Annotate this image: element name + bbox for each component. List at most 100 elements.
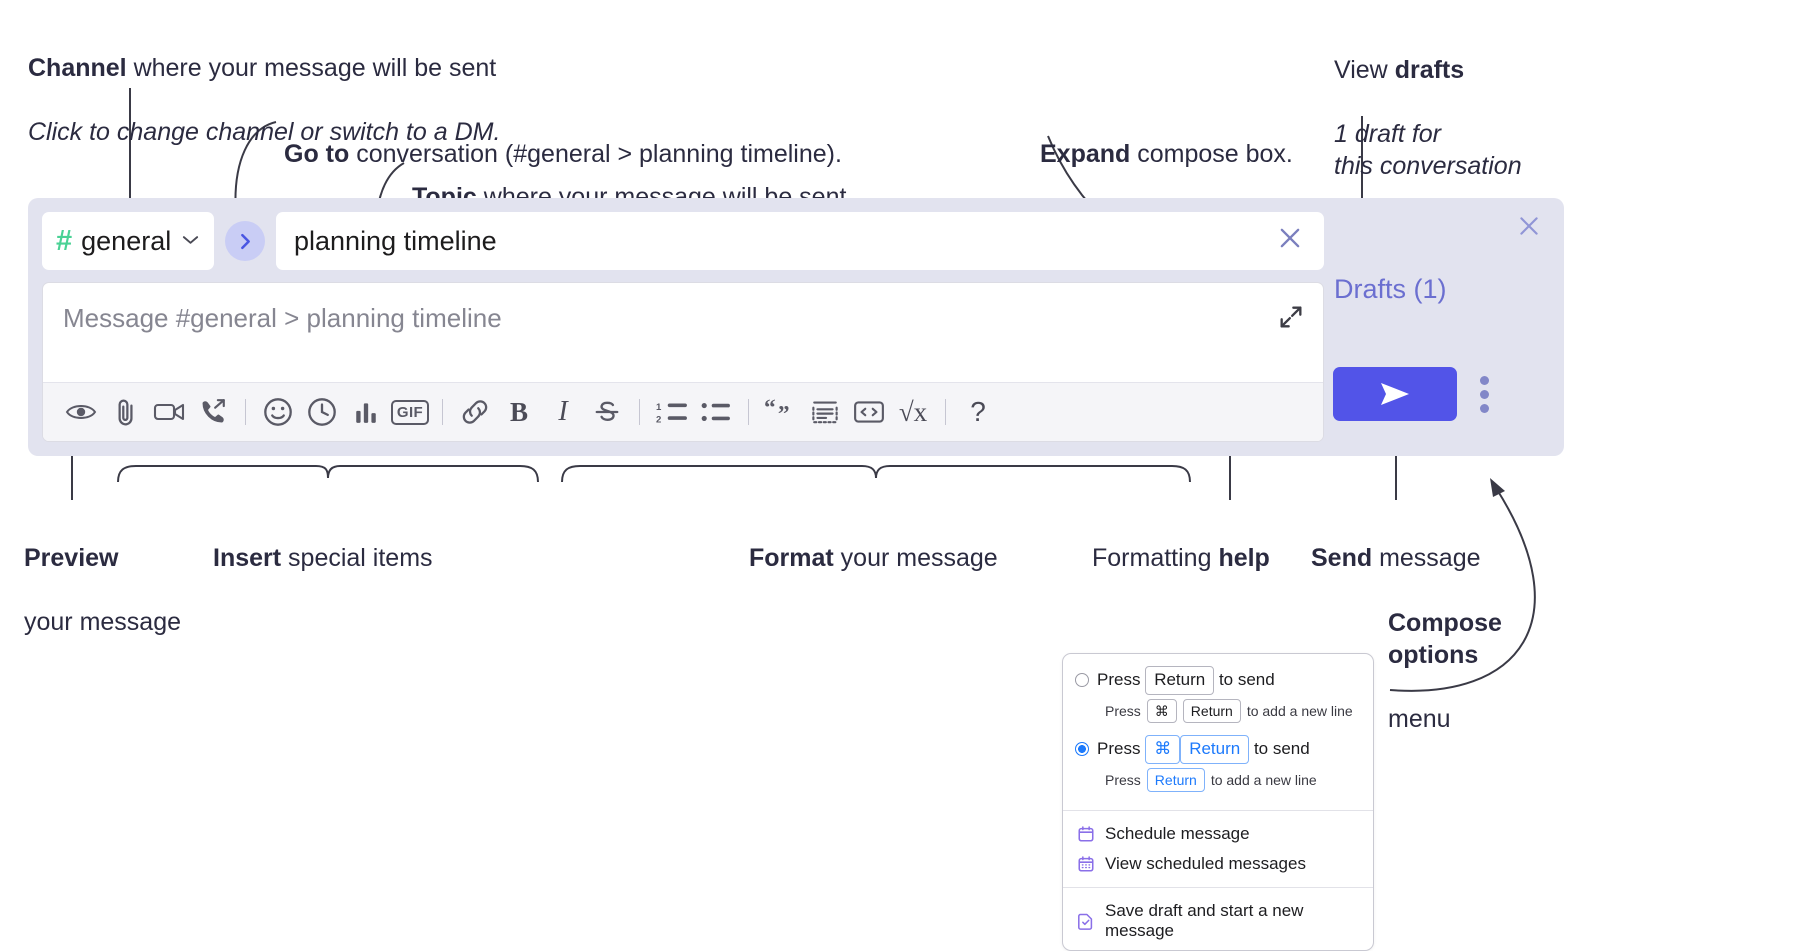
svg-text:“: “ xyxy=(764,399,776,421)
text: to send xyxy=(1214,670,1275,689)
topic-value: planning timeline xyxy=(294,225,497,256)
menu-item-label: View scheduled messages xyxy=(1105,853,1306,873)
chevron-right-icon xyxy=(240,233,250,249)
close-icon[interactable] xyxy=(1270,224,1310,258)
menu-option-cmd-return-to-send[interactable]: Press ⌘Return to send Press Return to ad… xyxy=(1063,733,1373,802)
message-input-box[interactable]: Message #general > planning timeline xyxy=(42,282,1324,442)
menu-item-label: Save draft and start a new message xyxy=(1105,900,1304,940)
expand-icon[interactable] xyxy=(1277,303,1305,336)
annotation-expand: Expand compose box. xyxy=(1040,106,1293,170)
calendar-icon xyxy=(1077,825,1095,843)
toolbar-divider xyxy=(748,399,749,425)
attachment-icon[interactable] xyxy=(103,390,147,434)
send-button[interactable] xyxy=(1333,367,1457,421)
annotation-send-bold: Send xyxy=(1311,544,1373,572)
italic-icon[interactable]: I xyxy=(558,396,568,427)
menu-option-text: Press ⌘Return to send xyxy=(1097,734,1310,764)
menu-divider xyxy=(1063,886,1373,888)
menu-option-main: Press Return to send xyxy=(1075,666,1361,695)
compose-panel: Drafts (1) # general xyxy=(28,198,1564,456)
annotation-preview-rest: your message xyxy=(24,608,182,636)
annotation-compose-bold: Compose options xyxy=(1388,609,1502,669)
compose-header-row: # general planning timeline xyxy=(42,212,1324,270)
menu-option-return-to-send[interactable]: Press Return to send Press ⌘Return to ad… xyxy=(1063,664,1373,733)
video-icon[interactable] xyxy=(147,390,191,434)
topic-input[interactable]: planning timeline xyxy=(276,212,1324,270)
annotation-preview-bold: Preview xyxy=(24,544,119,572)
menu-option-text: Press Return to send xyxy=(1097,666,1275,695)
ordered-list-icon[interactable]: 1 2 xyxy=(650,390,694,434)
calendar-grid-icon xyxy=(1077,855,1095,873)
preview-icon[interactable] xyxy=(59,390,103,434)
menu-option-sub: Press ⌘Return to add a new line xyxy=(1105,698,1361,723)
svg-text:1: 1 xyxy=(656,402,662,413)
key-return: Return xyxy=(1180,734,1250,764)
annotation-compose-options: Compose options menu xyxy=(1388,575,1502,767)
menu-option-sub: Press Return to add a new line xyxy=(1105,767,1361,792)
drafts-link[interactable]: Drafts (1) xyxy=(1334,274,1447,304)
channel-selector[interactable]: # general xyxy=(42,212,214,270)
radio-button-selected[interactable] xyxy=(1075,742,1089,757)
radio-button[interactable] xyxy=(1075,673,1089,688)
menu-item-save-draft[interactable]: Save draft and start a new message xyxy=(1063,896,1373,946)
blockquote-icon[interactable]: “ ” xyxy=(759,390,803,434)
compose-options-menu: Press Return to send Press ⌘Return to ad… xyxy=(1062,653,1374,951)
key-return: Return xyxy=(1145,666,1215,695)
code-icon[interactable] xyxy=(847,390,891,434)
text: Press xyxy=(1105,771,1141,788)
menu-item-schedule-message[interactable]: Schedule message xyxy=(1063,819,1373,849)
toolbar-divider xyxy=(245,399,246,425)
code-block-icon[interactable] xyxy=(803,390,847,434)
math-icon[interactable]: √x xyxy=(898,396,928,427)
key-return: Return xyxy=(1146,767,1205,792)
more-vertical-icon-dot xyxy=(1480,376,1489,385)
hash-icon: # xyxy=(56,224,73,257)
annotation-goto-bold: Go to xyxy=(284,140,350,168)
gif-icon[interactable]: GIF xyxy=(388,390,432,434)
clock-icon[interactable] xyxy=(300,390,344,434)
annotation-fmthelp-bold: help xyxy=(1218,544,1270,572)
help-icon[interactable]: ? xyxy=(970,396,986,427)
key-command: ⌘ xyxy=(1146,698,1177,723)
emoji-icon[interactable] xyxy=(256,390,300,434)
annotation-preview: Preview your message xyxy=(24,510,181,670)
link-icon[interactable] xyxy=(453,390,497,434)
annotation-drafts-italic: 1 draft for this conversation xyxy=(1334,120,1522,180)
more-vertical-icon-dot xyxy=(1480,404,1489,413)
send-icon xyxy=(1381,383,1409,405)
menu-item-view-scheduled-messages[interactable]: View scheduled messages xyxy=(1063,849,1373,879)
strikethrough-icon[interactable] xyxy=(585,390,629,434)
goto-conversation-button[interactable] xyxy=(225,221,265,261)
formatting-toolbar: GIF B I 1 2 xyxy=(43,382,1323,441)
annotation-insert-rest: special items xyxy=(281,544,433,572)
text: to add a new line xyxy=(1210,771,1317,788)
channel-name: general xyxy=(81,225,172,256)
text: to send xyxy=(1249,738,1310,758)
annotation-drafts-reg: View xyxy=(1334,56,1395,84)
annotation-expand-bold: Expand xyxy=(1040,140,1131,168)
compose-inner: # general planning timeline xyxy=(42,212,1324,442)
menu-divider xyxy=(1063,809,1373,811)
text: Press xyxy=(1105,702,1141,719)
text: Press xyxy=(1097,670,1146,689)
poll-icon[interactable] xyxy=(344,390,388,434)
text: Press xyxy=(1097,738,1146,758)
toolbar-divider xyxy=(945,399,946,425)
svg-text:”: ” xyxy=(778,402,790,425)
more-vertical-icon-dot xyxy=(1480,390,1489,399)
annotation-channel: Channel where your message will be sent … xyxy=(28,20,500,180)
call-forward-icon[interactable] xyxy=(191,390,235,434)
annotation-compose-rest: menu xyxy=(1388,705,1451,733)
annotation-format-bold: Format xyxy=(749,544,834,572)
compose-options-button[interactable] xyxy=(1480,376,1489,413)
annotation-format: Format your message xyxy=(749,510,998,574)
annotation-drafts-bold: drafts xyxy=(1394,56,1465,84)
bold-icon[interactable]: B xyxy=(509,396,528,427)
chevron-down-icon xyxy=(181,231,200,251)
bulleted-list-icon[interactable] xyxy=(694,390,738,434)
annotation-drafts: View drafts 1 draft for this conversatio… xyxy=(1334,22,1522,214)
close-icon[interactable] xyxy=(1516,212,1542,244)
annotation-send: Send message xyxy=(1311,510,1481,574)
menu-item-label: Schedule message xyxy=(1105,823,1250,843)
save-draft-icon xyxy=(1077,912,1095,930)
